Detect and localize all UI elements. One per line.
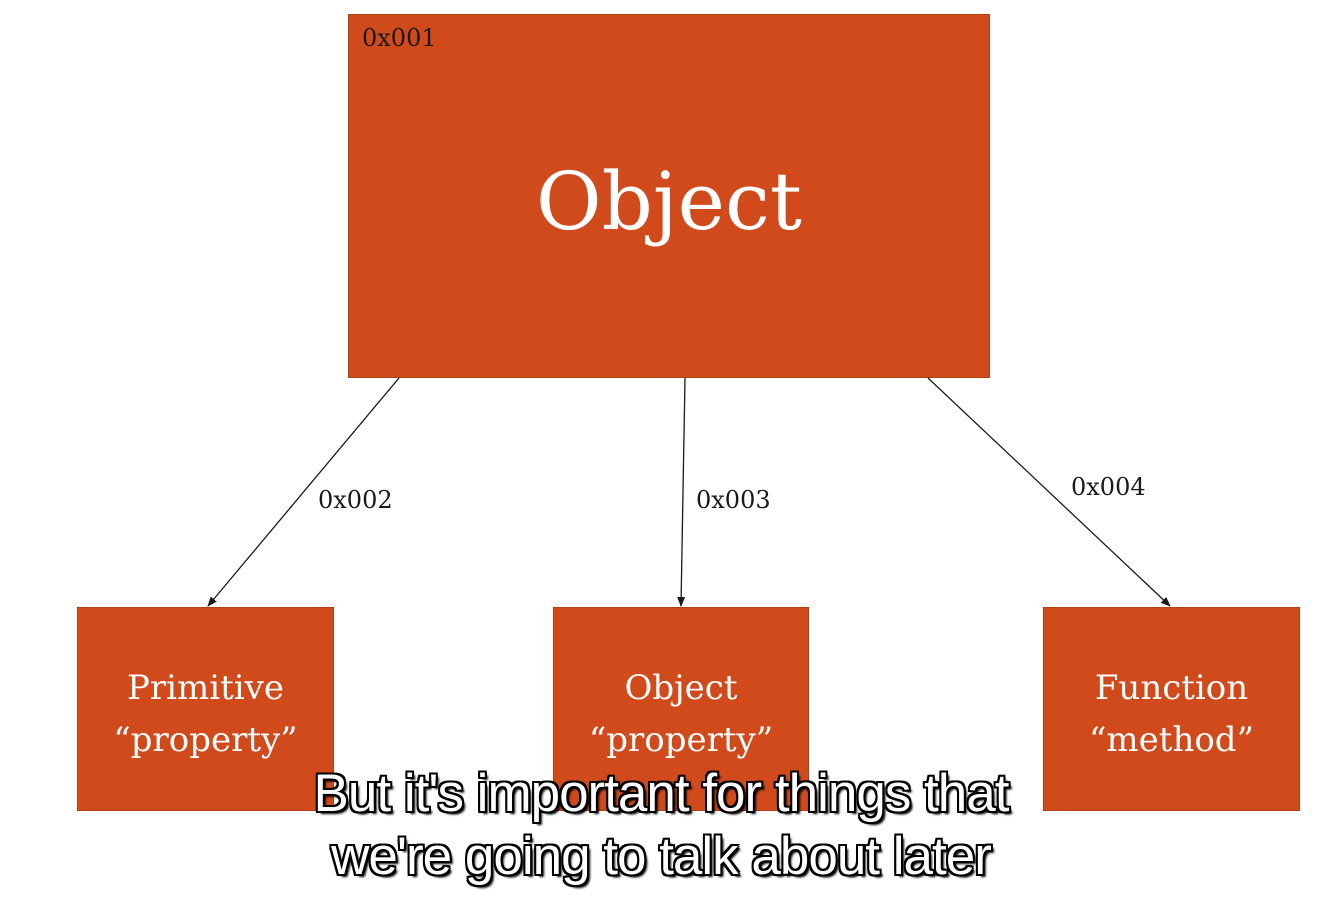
object-property-line1: Object [624,668,738,708]
function-method-box: Function “method” [1043,607,1300,811]
arrow-to-primitive [207,377,400,607]
root-title: Object [536,155,802,248]
video-subtitle: But it's important for things that we're… [0,762,1322,888]
object-property-box: Object “property” [553,607,809,811]
primitive-property-line2: “property” [113,720,298,760]
root-object-box: 0x001 Object [348,14,990,378]
arrow-to-function [927,377,1171,607]
object-property-line2: “property” [588,720,774,760]
function-method-line2: “method” [1089,720,1254,760]
primitive-property-box: Primitive “property” [77,607,334,811]
edge-label-0x002: 0x002 [318,486,393,514]
function-method-text: Function “method” [1044,662,1299,766]
root-address: 0x001 [362,24,437,52]
function-method-line1: Function [1094,668,1249,708]
edge-label-0x003: 0x003 [696,486,771,514]
arrow-to-object-property [677,377,686,607]
subtitle-line2: we're going to talk about later [331,827,992,886]
primitive-property-text: Primitive “property” [78,662,333,766]
object-property-text: Object “property” [554,662,808,766]
primitive-property-line1: Primitive [127,668,284,708]
subtitle-line1: But it's important for things that [313,764,1010,823]
edge-label-0x004: 0x004 [1071,473,1146,501]
